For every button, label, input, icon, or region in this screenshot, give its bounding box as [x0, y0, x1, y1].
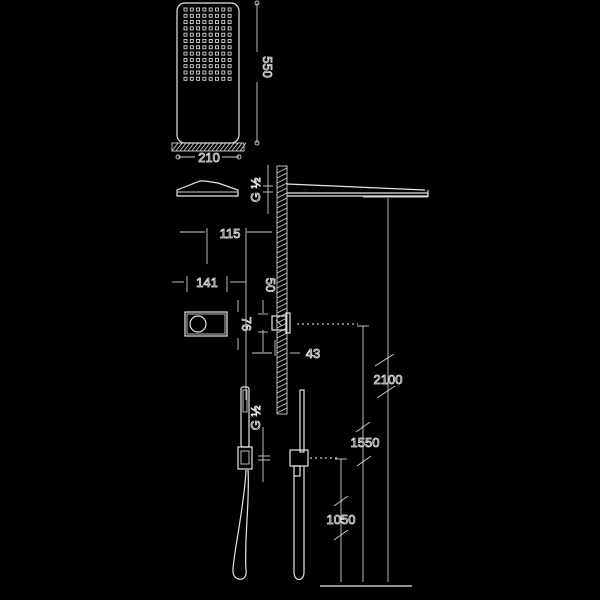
dimension-inlet-thread-hand: G ½ — [248, 405, 270, 482]
svg-text:G ½: G ½ — [248, 178, 263, 203]
dimension-height-hand-outlet: 1050 — [326, 458, 356, 582]
svg-text:141: 141 — [196, 275, 218, 290]
dimension-height-overhead: 2100 — [373, 198, 403, 582]
svg-text:1050: 1050 — [327, 512, 356, 527]
dimension-control-width: 141 — [172, 275, 246, 292]
dimension-head-width: 210 — [175, 150, 242, 165]
svg-text:50: 50 — [263, 278, 278, 292]
wall-section — [276, 165, 288, 415]
svg-text:550: 550 — [260, 56, 275, 78]
dimension-arm-offset: 115 — [180, 226, 272, 400]
control-side-view — [271, 312, 291, 334]
dimension-inlet-thread-top: G ½ — [248, 165, 273, 214]
dimension-control-offset-top: 50 — [258, 277, 278, 352]
svg-text:2100: 2100 — [374, 372, 403, 387]
dimension-control-height: 76 — [237, 300, 254, 350]
svg-text:43: 43 — [306, 346, 320, 361]
svg-text:115: 115 — [220, 226, 241, 241]
svg-text:76: 76 — [239, 317, 254, 331]
shower-arm — [286, 183, 429, 198]
svg-text:1550: 1550 — [351, 435, 380, 450]
rain-head-side-view — [176, 180, 239, 197]
nozzle-grid — [183, 7, 232, 81]
rain-head-top-view — [171, 2, 247, 152]
svg-text:G ½: G ½ — [248, 406, 263, 431]
dimension-control-depth: 43 — [252, 340, 321, 361]
svg-text:210: 210 — [198, 150, 220, 165]
control-front-view — [184, 311, 228, 337]
hand-shower-left-view — [232, 386, 253, 580]
hand-shower-holder-side — [289, 389, 309, 581]
dimension-head-length: 550 — [254, 0, 275, 146]
dimension-height-control: 1550 — [350, 325, 380, 582]
